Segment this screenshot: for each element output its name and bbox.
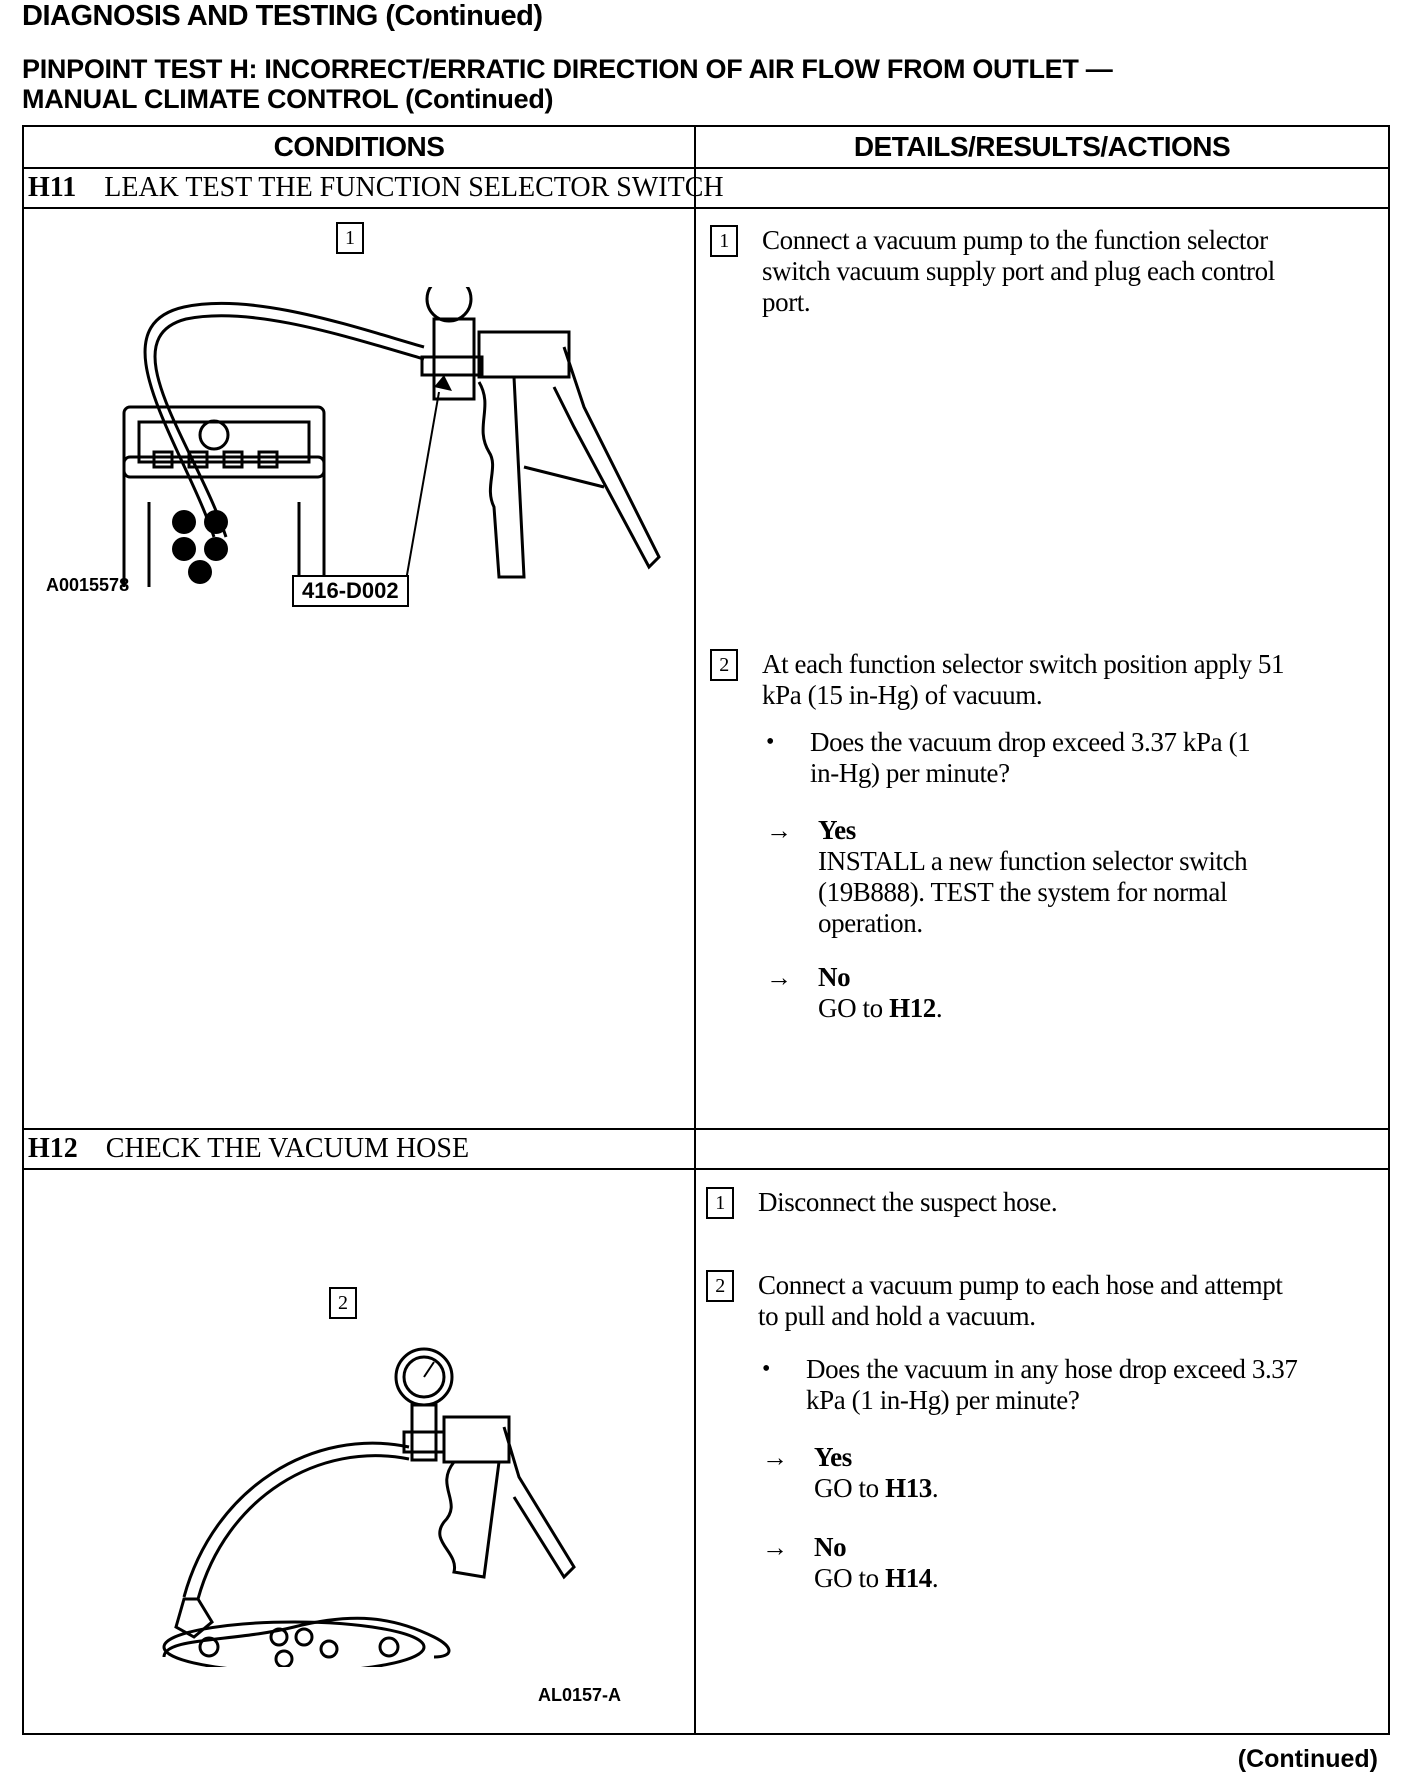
action-number: 2 — [710, 649, 738, 681]
pinpoint-title-line-1: PINPOINT TEST H: INCORRECT/ERRATIC DIREC… — [22, 54, 1113, 84]
figure-number: 1 — [336, 222, 364, 254]
action-item: 1 Disconnect the suspect hose. — [706, 1187, 1376, 1227]
action-item: 2 At each function selector switch posit… — [710, 649, 1380, 719]
step-code: H11 — [28, 172, 77, 203]
figure-code: AL0157-A — [538, 1685, 622, 1705]
result-text: No GO to H12. — [818, 962, 943, 1023]
action-item: 2 Connect a vacuum pump to each hose and… — [706, 1270, 1376, 1340]
action-text: At each function selector switch positio… — [762, 649, 1285, 710]
action-number: 1 — [710, 225, 738, 257]
goto-step-link[interactable]: H12 — [889, 993, 936, 1023]
bullet-icon: • — [762, 1356, 771, 1382]
pinpoint-test-title: PINPOINT TEST H: INCORRECT/ERRATIC DIREC… — [22, 54, 1113, 114]
result-no: → No GO to H14. — [762, 1532, 1362, 1602]
goto-step-link[interactable]: H14 — [885, 1563, 932, 1593]
row-divider — [24, 1168, 1388, 1170]
tool-number-label: 416-D002 — [292, 575, 409, 607]
question-item: • Does the vacuum drop exceed 3.37 kPa (… — [766, 727, 1366, 797]
vacuum-pump-switch-illustration — [122, 287, 661, 587]
arrow-icon: → — [766, 963, 792, 992]
step-header-h11: H11 LEAK TEST THE FUNCTION SELECTOR SWIT… — [28, 168, 724, 208]
action-number: 2 — [706, 1270, 734, 1302]
step-title: LEAK TEST THE FUNCTION SELECTOR SWITCH — [104, 172, 724, 203]
figure-code: A0015578 — [46, 575, 130, 595]
figure-number: 2 — [329, 1287, 357, 1319]
action-text: Connect a vacuum pump to each hose and a… — [758, 1270, 1283, 1331]
step-title: CHECK THE VACUUM HOSE — [105, 1133, 470, 1164]
question-text: Does the vacuum drop exceed 3.37 kPa (1 … — [810, 727, 1251, 788]
question-item: • Does the vacuum in any hose drop excee… — [762, 1354, 1372, 1424]
step-code: H12 — [28, 1133, 78, 1164]
row-divider — [24, 1128, 1388, 1130]
result-text: Yes INSTALL a new function selector swit… — [818, 815, 1248, 938]
arrow-icon: → — [762, 1443, 788, 1472]
column-divider — [694, 127, 696, 1733]
vacuum-pump-hose-illustration — [162, 1347, 576, 1667]
continued-footer: (Continued) — [1237, 1745, 1378, 1773]
arrow-icon: → — [762, 1533, 788, 1562]
arrow-icon: → — [766, 816, 792, 845]
row-divider — [24, 207, 1388, 209]
action-text: Connect a vacuum pump to the function se… — [762, 225, 1275, 317]
step-header-h12: H12 CHECK THE VACUUM HOSE — [28, 1129, 469, 1169]
result-yes: → Yes GO to H13. — [762, 1442, 1362, 1512]
result-text: Yes GO to H13. — [814, 1442, 939, 1503]
column-header-details: DETAILS/RESULTS/ACTIONS — [853, 131, 1231, 162]
column-header-conditions: CONDITIONS — [273, 131, 445, 162]
result-text: No GO to H14. — [814, 1532, 939, 1593]
pinpoint-title-line-2: MANUAL CLIMATE CONTROL (Continued) — [22, 84, 554, 114]
action-number: 1 — [706, 1187, 734, 1219]
pinpoint-test-table: CONDITIONS DETAILS/RESULTS/ACTIONS H11 L… — [22, 125, 1390, 1735]
action-text: Disconnect the suspect hose. — [758, 1187, 1058, 1217]
row-divider — [24, 167, 1388, 169]
page-header: DIAGNOSIS AND TESTING (Continued) — [22, 0, 543, 32]
result-no: → No GO to H12. — [766, 962, 1366, 1032]
question-text: Does the vacuum in any hose drop exceed … — [806, 1354, 1298, 1415]
goto-step-link[interactable]: H13 — [885, 1473, 932, 1503]
result-yes: → Yes INSTALL a new function selector sw… — [766, 815, 1366, 945]
bullet-icon: • — [766, 729, 775, 755]
action-item: 1 Connect a vacuum pump to the function … — [710, 225, 1380, 325]
